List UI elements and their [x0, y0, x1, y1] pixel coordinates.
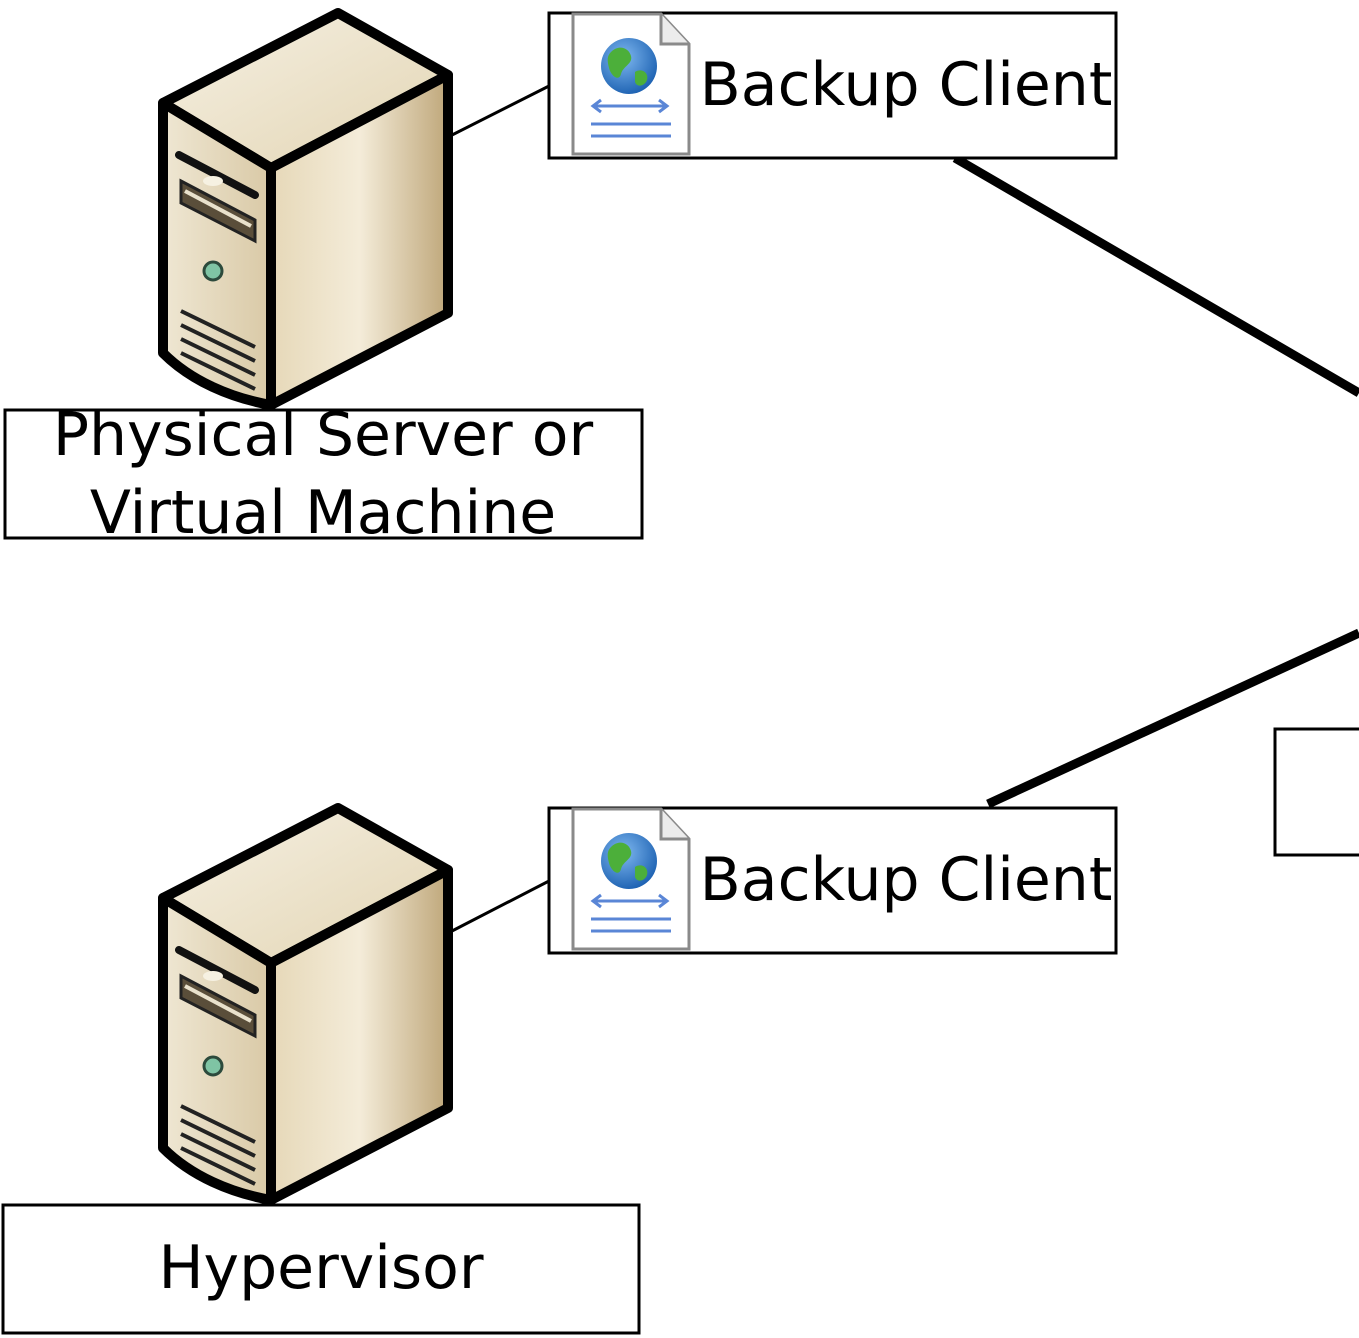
link-client-top-to-offscreen — [952, 154, 1359, 397]
server-node-top: Physical Server or Virtual Machine — [3, 13, 644, 548]
link-server-bottom-to-client-bottom — [451, 879, 550, 933]
link-client-bottom-to-offscreen — [986, 628, 1359, 809]
backup-client-top-label: Backup Client — [700, 50, 1113, 120]
server-top-label-line-1: Physical Server or — [53, 400, 594, 470]
server-tower-icon — [163, 808, 448, 1200]
web-document-globe-icon — [571, 12, 691, 156]
backup-client-node-top: Backup Client — [547, 11, 1118, 160]
server-tower-icon — [163, 13, 448, 405]
backup-client-bottom-label: Backup Client — [700, 845, 1113, 915]
backup-client-node-bottom: Backup Client — [547, 806, 1118, 955]
server-top-label-line-2: Virtual Machine — [90, 478, 556, 548]
offscreen-node-box — [1273, 727, 1359, 857]
server-bottom-label-box — [1, 1203, 641, 1335]
web-document-globe-icon — [571, 807, 691, 951]
link-server-top-to-client-top — [451, 84, 550, 137]
server-bottom-label: Hypervisor — [158, 1233, 483, 1303]
server-top-label-box — [3, 408, 644, 540]
server-node-bottom: Hypervisor — [1, 808, 641, 1335]
